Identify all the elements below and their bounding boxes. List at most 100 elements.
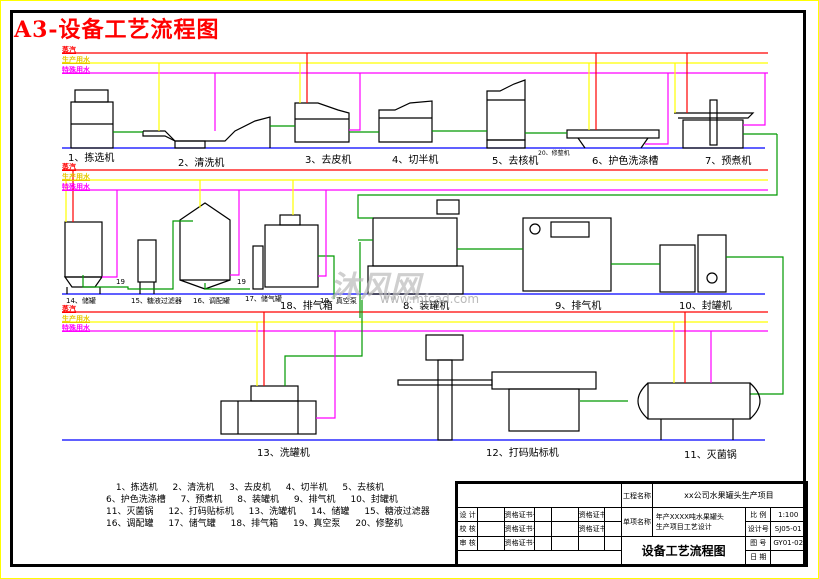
label-e5: 5、去核机 [492, 156, 539, 167]
watermark-logo: 沐风网 [330, 270, 420, 305]
tb-check-label: 校 核 [456, 521, 479, 537]
label-e16: 16、调配罐 [193, 297, 230, 305]
tb-drawing-no-label: 图 号 [745, 535, 772, 551]
prod-water-label-row1: 生产用水 [62, 56, 90, 64]
tb-unit-name: 年产XXXX吨水果罐头 生产项目工艺设计 [651, 507, 747, 537]
legend-item: 13、洗罐机 [248, 507, 297, 517]
label-e3: 3、去皮机 [305, 155, 352, 166]
equipment-13-can-washer [220, 385, 317, 435]
label-e15: 15、糖液过滤器 [131, 297, 182, 305]
legend-item: 8、装罐机 [237, 495, 279, 505]
legend-item: 2、清洗机 [172, 483, 215, 493]
tb-cert-label: 资格证书号 [577, 521, 606, 537]
row3-pipes [62, 311, 768, 441]
equipment-6-color-wash-tank [566, 129, 660, 149]
label-e14: 14、储罐 [66, 297, 96, 305]
equipment-2-washer [142, 116, 271, 149]
equipment-3-peeler [294, 102, 350, 143]
legend-item: 10、封罐机 [350, 495, 398, 505]
legend-item: 1、拣选机 [115, 483, 158, 493]
tb-drawing-title: 设备工艺流程图 [621, 535, 747, 566]
legend-item: 6、护色洗涤槽 [106, 495, 166, 505]
tb-unit-name-1: 年产XXXX吨水果罐头 [655, 512, 724, 521]
row2-product-flow [82, 194, 784, 395]
steam-label-row3: 蒸汽 [62, 305, 76, 313]
equipment-7-blancher [674, 99, 755, 149]
equipment-8-canning-machine [367, 199, 464, 295]
label-e20: 20、修整机 [538, 150, 570, 157]
label-e19a: 19 [116, 278, 125, 286]
equipment-12-labeler [397, 334, 597, 441]
row2-utility-drops [65, 170, 327, 278]
equipment-legend: 1、拣选机 2、清洗机 3、去皮机 4、切半机 5、去核机 6、护色洗涤槽 7、… [100, 482, 430, 530]
legend-row: 11、灭菌锅 12、打码贴标机 13、洗罐机 14、储罐 15、糖液过滤器 [100, 506, 430, 518]
legend-item: 5、去核机 [342, 483, 385, 493]
label-e10: 10、封罐机 [679, 301, 732, 312]
legend-item: 11、灭菌锅 [106, 507, 154, 517]
legend-item: 9、排气机 [293, 495, 336, 505]
legend-item: 18、排气箱 [230, 519, 279, 529]
label-e11: 11、灭菌锅 [684, 450, 737, 461]
title-block: 工程名称 xx公司水果罐头生产项目 设 计 资格证书号 资格证书号 单项名称 年… [455, 481, 808, 567]
row1-utility-drops [158, 53, 766, 145]
tb-review-label: 审 核 [456, 535, 479, 551]
equipment-4-halver [378, 100, 433, 143]
label-e7: 7、预煮机 [705, 156, 752, 167]
tb-project-label: 工程名称 [621, 482, 653, 509]
tb-cert-label: 资格证书号 [503, 507, 536, 523]
watermark-url: www.mfcad.com [380, 292, 480, 306]
legend-item: 3、去皮机 [229, 483, 271, 493]
prod-water-label-row3: 生产用水 [62, 315, 90, 323]
equipment-11-sterilizer [637, 382, 761, 440]
row3-product-flow [284, 300, 628, 402]
legend-row: 6、护色洗涤槽 7、预煮机 8、装罐机 9、排气机 10、封罐机 [100, 494, 400, 506]
tb-date-label: 日 期 [745, 549, 772, 566]
special-water-label-row2: 特殊用水 [62, 183, 90, 191]
tb-blank-top [456, 482, 623, 509]
row3-utility-drops [256, 312, 712, 419]
tb-date-value [770, 549, 806, 566]
legend-row: 16、调配罐 17、储气罐 18、排气箱 19、真空泵 20、修整机 [100, 518, 403, 530]
label-e12: 12、打码贴标机 [486, 448, 559, 459]
legend-item: 15、糖液过滤器 [364, 507, 430, 517]
tb-design-no-value: SJ05-01 [770, 521, 806, 537]
label-e1: 1、拣选机 [68, 153, 115, 164]
label-e2: 2、清洗机 [178, 158, 225, 169]
tb-design-no-label: 设计号 [745, 521, 772, 537]
legend-item: 4、切半机 [285, 483, 328, 493]
label-e19b: 19 [237, 278, 246, 286]
label-e9: 9、排气机 [555, 301, 602, 312]
legend-row: 1、拣选机 2、清洗机 3、去皮机 4、切半机 5、去核机 [100, 482, 400, 494]
equipment-18-exhaust-box [264, 214, 319, 288]
tb-design-label: 设 计 [456, 507, 479, 523]
tb-unit-label: 单项名称 [621, 507, 653, 537]
equipment-5-pitter [486, 79, 526, 149]
special-water-label-row3: 特殊用水 [62, 324, 90, 332]
label-e17: 17、储气罐 [245, 295, 282, 303]
equipment-1-sorter [70, 89, 114, 149]
equipment-16-mixing-tank [179, 202, 231, 290]
legend-item: 12、打码贴标机 [168, 507, 234, 517]
legend-item: 14、储罐 [310, 507, 350, 517]
tb-unit-name-2: 生产项目工艺设计 [655, 522, 712, 531]
tb-cert-label: 资格证书号 [503, 521, 536, 537]
label-e19c: 19、真空泵 [320, 297, 357, 305]
prod-water-label-row2: 生产用水 [62, 173, 90, 181]
special-water-label-row1: 特殊用水 [62, 66, 90, 74]
equipment-15-syrup-filter [137, 239, 157, 294]
tb-scale-value: 1:100 [770, 507, 806, 523]
equipment-9-exhauster [522, 217, 612, 292]
label-e18: 18、排气箱 [280, 301, 333, 312]
row1-product-flow [113, 125, 778, 196]
tb-cert-label: 资格证书号 [577, 507, 606, 523]
legend-item: 16、调配罐 [106, 519, 154, 529]
tb-project-name: xx公司水果罐头生产项目 [651, 482, 807, 509]
tb-drawing-no-value: GY01-02 [770, 535, 806, 551]
label-e6: 6、护色洗涤槽 [592, 156, 659, 167]
legend-item: 19、真空泵 [292, 519, 341, 529]
legend-item: 20、修整机 [355, 519, 403, 529]
label-e4: 4、切半机 [392, 155, 439, 166]
page-title: A3-设备工艺流程图 [14, 17, 220, 43]
steam-label-row1: 蒸汽 [62, 46, 76, 54]
